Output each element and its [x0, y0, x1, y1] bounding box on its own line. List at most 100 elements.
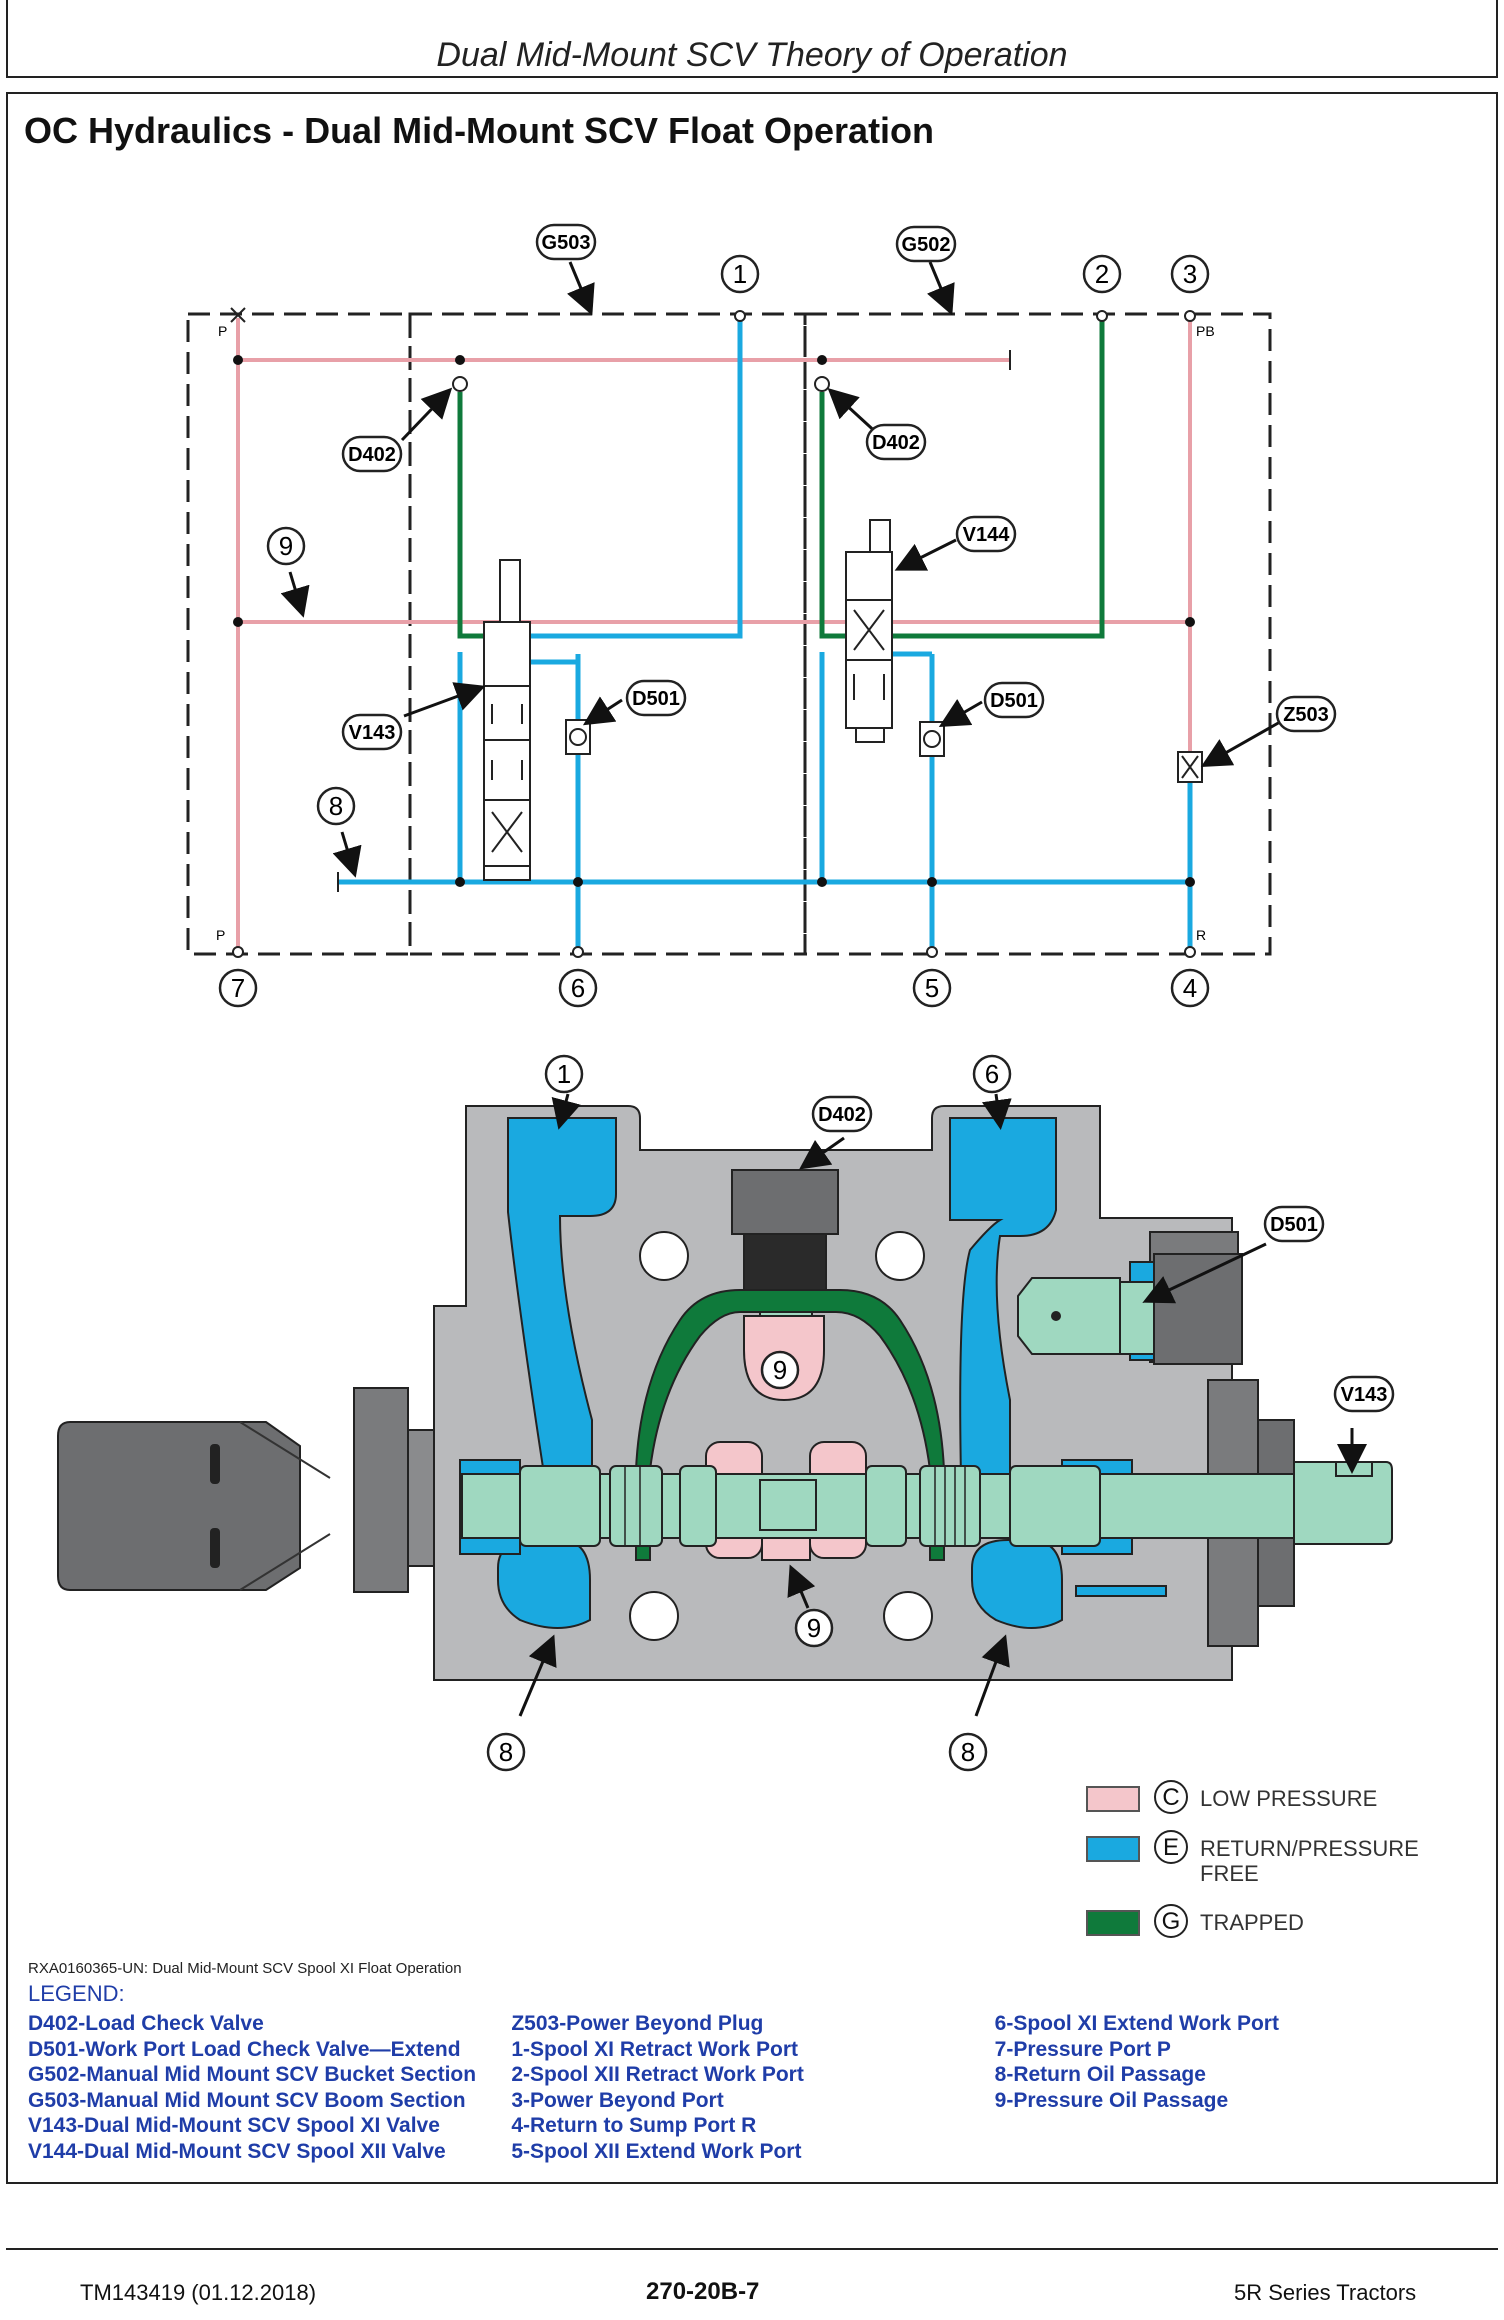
key-label: LOW PRESSURE — [1200, 1786, 1378, 1811]
port-letter: R — [1196, 927, 1206, 943]
svg-text:9: 9 — [773, 1355, 787, 1385]
legend-item: 8-Return Oil Passage — [994, 2063, 1206, 2086]
svg-text:1: 1 — [557, 1059, 571, 1089]
component-callout: G503 — [535, 223, 597, 261]
component-callout: D402 — [341, 435, 403, 473]
svg-text:V143: V143 — [349, 722, 396, 744]
legend-column-2: Z503-Power Beyond Plug 1-Spool XI Retrac… — [511, 2011, 994, 2164]
svg-text:D402: D402 — [872, 432, 920, 454]
cutaway-view — [57, 1093, 1393, 1717]
component-callout: D501 — [1263, 1205, 1325, 1243]
z503-symbol — [1177, 751, 1203, 783]
legend-item: 1-Spool XI Retract Work Port — [511, 2037, 798, 2061]
figure-frame — [6, 92, 1498, 2184]
legend-item: 6-Spool XI Extend Work Port — [994, 2012, 1279, 2035]
legend-heading: LEGEND: — [28, 1981, 125, 2006]
port-number-callout: 6 — [972, 1054, 1012, 1094]
page-title: Dual Mid-Mount SCV Theory of Operation — [436, 36, 1068, 74]
svg-text:8: 8 — [961, 1737, 975, 1767]
port-number-callout: 8 — [948, 1732, 988, 1772]
port-number-callout: 2 — [1082, 254, 1122, 294]
schematic — [186, 261, 1281, 958]
component-callout: Z503 — [1275, 695, 1337, 733]
component-callout: D501 — [983, 681, 1045, 719]
svg-text:Z503: Z503 — [1283, 704, 1329, 726]
port-number-callout: 4 — [1170, 968, 1210, 1008]
legend-item: V144-Dual Mid-Mount SCV Spool XII Valve — [28, 2139, 446, 2163]
svg-text:3: 3 — [1183, 259, 1197, 289]
svg-text:4: 4 — [1183, 973, 1197, 1003]
component-callout: V143 — [341, 713, 403, 751]
svg-text:2: 2 — [1095, 259, 1109, 289]
port-number-callout: 8 — [316, 786, 356, 826]
legend-item: Z503-Power Beyond Plug — [511, 2012, 764, 2035]
component-callout: D402 — [865, 423, 927, 461]
svg-text:5: 5 — [925, 973, 939, 1003]
port-number-callout: 8 — [486, 1732, 526, 1772]
legend-item: 3-Power Beyond Port — [511, 2088, 724, 2112]
key-label: TRAPPED — [1200, 1910, 1304, 1935]
key-swatch — [1086, 1786, 1140, 1812]
footer-product: 5R Series Tractors — [1234, 2280, 1417, 2305]
port-letter: P — [218, 323, 227, 339]
legend-item: 9-Pressure Oil Passage — [994, 2088, 1229, 2112]
svg-text:G502: G502 — [902, 234, 951, 256]
key-row-return: E RETURN/PRESSURE FREE — [1086, 1830, 1440, 1886]
legend-item: 4-Return to Sump Port R — [511, 2114, 757, 2137]
svg-text:6: 6 — [571, 973, 585, 1003]
legend: RXA0160365-UN: Dual Mid-Mount SCV Spool … — [28, 1960, 1478, 2164]
port-number-callout: 9 — [266, 526, 306, 566]
svg-text:1: 1 — [733, 259, 747, 289]
port-letter: P — [216, 927, 225, 943]
key-letter: E — [1154, 1830, 1188, 1864]
header-frame — [6, 0, 1498, 78]
legend-item: 7-Pressure Port P — [994, 2037, 1171, 2061]
legend-item: G503-Manual Mid Mount SCV Boom Section — [28, 2088, 466, 2112]
g502-section-box — [803, 312, 1272, 956]
port-number-callout: 6 — [558, 968, 598, 1008]
legend-item: 2-Spool XII Retract Work Port — [511, 2063, 804, 2086]
key-row-trapped: G TRAPPED — [1086, 1904, 1440, 1938]
key-letter: C — [1154, 1780, 1188, 1814]
legend-item: V143-Dual Mid-Mount SCV Spool XI Valve — [28, 2114, 440, 2137]
legend-column-1: D402-Load Check Valve D501-Work Port Loa… — [28, 2011, 511, 2164]
trapped-lines — [457, 318, 1105, 639]
port-number-callout: 9 — [760, 1350, 800, 1390]
component-callout: D501 — [625, 679, 687, 717]
key-swatch — [1086, 1910, 1140, 1936]
svg-text:G503: G503 — [542, 232, 591, 254]
footer-divider — [6, 2248, 1498, 2250]
svg-text:D402: D402 — [818, 1104, 866, 1126]
component-callout: V144 — [955, 515, 1017, 553]
v143-symbol — [483, 559, 531, 881]
key-row-low-pressure: C LOW PRESSURE — [1086, 1780, 1440, 1814]
pressure-lines — [236, 318, 1192, 952]
port-number-callout: 1 — [720, 254, 760, 294]
footer-doc-id: TM143419 (01.12.2018) — [80, 2280, 317, 2305]
component-callout: G502 — [895, 225, 957, 263]
key-swatch — [1086, 1836, 1140, 1862]
legend-item: 5-Spool XII Extend Work Port — [511, 2139, 802, 2163]
figure-title: OC Hydraulics - Dual Mid-Mount SCV Float… — [24, 110, 935, 151]
svg-text:D402: D402 — [348, 444, 396, 466]
d402-cartridge — [731, 1169, 839, 1317]
port-letter: PB — [1196, 323, 1215, 339]
svg-text:D501: D501 — [632, 688, 680, 710]
port-number-callout: 3 — [1170, 254, 1210, 294]
svg-text:9: 9 — [807, 1613, 821, 1643]
port-number-callout: 7 — [218, 968, 258, 1008]
legend-column-3: 6-Spool XI Extend Work Port 7-Pressure P… — [995, 2011, 1478, 2164]
v144-symbol — [845, 519, 893, 743]
component-callout: V143 — [1333, 1375, 1395, 1413]
inlet-section-box — [186, 312, 412, 956]
d501-cartridge — [1017, 1253, 1243, 1365]
port-number-callout: 1 — [544, 1054, 584, 1094]
svg-text:D501: D501 — [990, 690, 1038, 712]
svg-text:V144: V144 — [963, 524, 1011, 546]
legend-item: D501-Work Port Load Check Valve—Extend — [28, 2037, 461, 2061]
svg-text:8: 8 — [499, 1737, 513, 1767]
port-number-callout: 9 — [794, 1608, 834, 1648]
svg-text:7: 7 — [231, 973, 245, 1003]
